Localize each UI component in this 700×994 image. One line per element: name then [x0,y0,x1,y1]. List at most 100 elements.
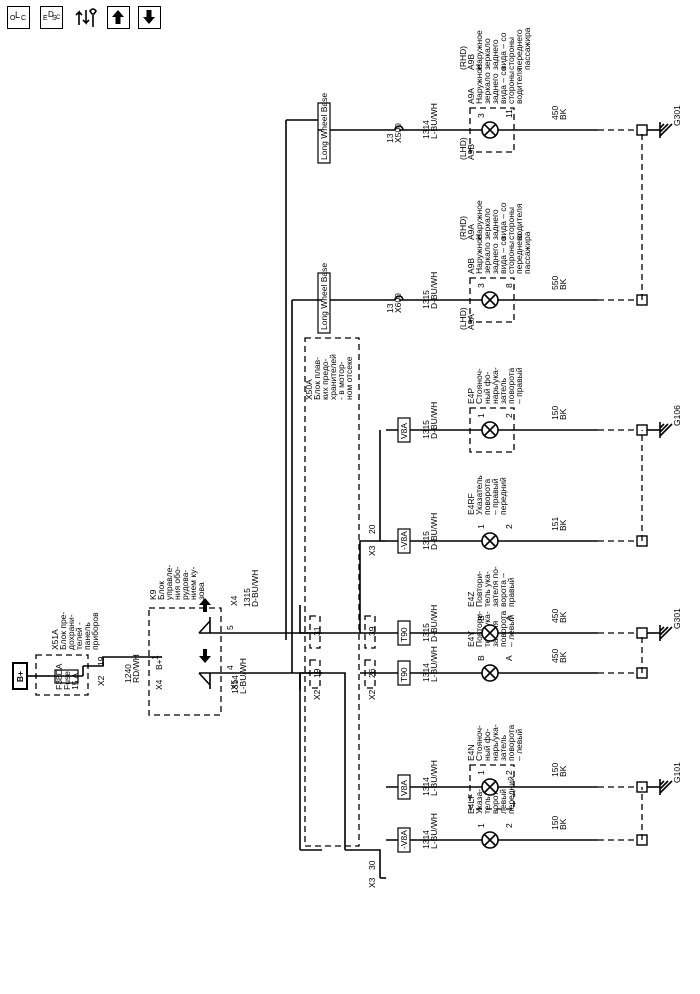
lamp-e4p-name-0: Стояноч- [474,368,484,404]
lamp-e4n-pin-bot: 2 [504,770,514,775]
lamp-a9a-circuit-top: 1314 [421,120,431,139]
lamp-e4lf-ref: E4LF [466,794,476,814]
lamp-a9a-name-alt-3: вида – со [498,32,508,70]
lamp-e4n-ground-icon [659,779,673,795]
lamp-e4lf-circuit-bot: 150 [550,816,560,830]
lamp-a9a-name-alt-5: переднего [514,29,524,70]
lamp-e4z-color-bot: BK [558,611,568,623]
k9-out-left-conn: X5 [229,679,239,690]
k9-name-3: ния обо- [172,566,182,600]
lamp-a9b-ref: A9B [466,258,476,274]
lamp-e4n-color-bot: BK [558,765,568,777]
k9-name-5: нием ку- [188,567,198,600]
arrow-up-icon-main [199,598,211,612]
lamp-a9b-name-alt-3: вида – со [498,202,508,240]
lamp-a9a-pin-top: 3 [476,113,486,118]
lamp-a9a-color-bot: BK [558,108,568,120]
lamp-a9b-name-4: стороны [506,241,516,274]
x50a-pin-39-main: 39 [367,626,377,636]
lamp-e4lf-name-4: передний [506,776,516,814]
lamp-e4lf-name-0: Указа- [474,789,484,814]
input-wire-main [93,656,149,667]
x51a-name-5: приборов [90,612,100,650]
lamp-e4p-color-top: D-BU/WH [429,402,439,439]
lamp-e4y-name-0: Повтори- [474,611,484,647]
lamp-e4n-name-1: ный фо- [482,728,492,761]
lamp-e4z-name-3: ворота – [498,573,508,607]
lamp-a9a-name-1: зеркало [482,72,492,104]
x51a-ref: X51A [50,629,60,650]
x50a-name-3: хранителей [328,354,338,400]
loc-sup: C [21,15,27,22]
location-button[interactable]: O L C [7,6,30,29]
lamp-e4rf-name-3: передний [498,477,508,515]
wire-1315-circuit: 1315 [242,588,252,607]
lamp-e4y-name-3: поворота [498,610,508,647]
k9-out-right-pin: 5 [225,625,235,630]
lamp-a9b-ref-alt: A9A [466,224,476,240]
lamp-e4z-ground-label: G301 [672,608,682,629]
lamp-e4p-name-5: – правый [514,367,524,404]
lamp-a9b-ref-alt-top: A9A [466,314,476,330]
x50a-conn-x2b-main: X2 [367,689,377,700]
lamp-a9b-name-alt-0: Наружное [474,200,484,240]
lamp-e4z-name-2: зателя по- [490,566,500,607]
lamp-e4lf-name-2: ворота – [490,780,500,814]
input-circuit-main: 1240 [123,664,133,683]
lamp-e4rf-color-bot: BK [558,519,568,531]
lamp-e4z-circuit-bot: 450 [550,609,560,623]
lamp-e4z-ground-icon [659,625,673,641]
lamp-a9b-circuit-bot: 550 [550,276,560,290]
x50a-pin-26-box [364,659,376,689]
lamp-a9b-name-alt-2: заднего [490,209,500,240]
lamp-a9a-side-alt: (RHD) [458,46,468,70]
lamp-a9b-pin-top: 3 [476,283,486,288]
x50a-name-5: ном отсеке [344,356,354,400]
lamp-a9a-name-alt-4: стороны [506,37,516,70]
x50a-pin-30-main: 30 [367,860,377,870]
lamp-a9b-name-alt-1: зеркало [482,208,492,240]
loc-main: L [15,10,21,20]
k9-module [148,607,222,716]
x50a-name-1: Блок плав- [312,357,322,400]
lamp-e4z-tag: T90 [399,627,409,642]
lamp-e4rf-tag: -V8A [399,531,409,550]
lwb-label-2: Long Wheel Base [319,93,329,160]
arrow-up-button[interactable] [107,6,130,29]
lamp-a9b-side-alt: (RHD) [458,216,468,240]
desc-c: C [56,15,61,21]
lamp-e4n-circuit-bot: 150 [550,763,560,777]
lamp-e4p-color-bot: BK [558,408,568,420]
lamp-e4n-ref: E4N [466,744,476,761]
lamp-e4lf-color-top: L-BU/WH [429,813,439,849]
description-button[interactable]: E D S C [40,6,63,29]
lamp-e4y-color-top: L-BU/WH [429,646,439,682]
lamp-a9a-ref-alt-top: A9B [466,144,476,160]
lamp-e4y-circuit-bot: 450 [550,649,560,663]
lamp-e4rf-name-2: – правый [490,478,500,515]
lamp-e4lf-name-3: левый [498,789,508,814]
lamp-e4lf-pin-top: 1 [476,823,486,828]
lamp-e4y-name-4: – левый [506,615,516,647]
k9-name-6: зова [196,582,206,600]
lamp-a9a-name-4: стороны [506,71,516,104]
lamp-a9b-side: (LHD) [458,307,468,330]
arrow-down-button[interactable] [138,6,161,29]
tools-icon[interactable] [73,5,101,30]
lamp-e4lf-name-1: тель по- [482,782,492,814]
x500-pin: 13 [385,133,395,143]
lamp-a9a-name-3: вида – со [498,66,508,104]
lamp-a9b-color-top: D-BU/WH [429,272,439,309]
lamp-a9a-ref-alt: A9B [466,54,476,70]
lamp-e4rf-name-1: поворота [482,478,492,515]
trunk-1315 [285,119,322,633]
input-color-main: RD/WH [131,654,141,683]
lamp-e4p-pin-bot: 2 [504,413,514,418]
lamp-e4y-pin-bot: A [504,655,514,661]
lamp-a9a-side: (LHD) [458,137,468,160]
lamp-e4p-pin-top: 1 [476,413,486,418]
lamp-e4p-name-3: затель [498,377,508,404]
